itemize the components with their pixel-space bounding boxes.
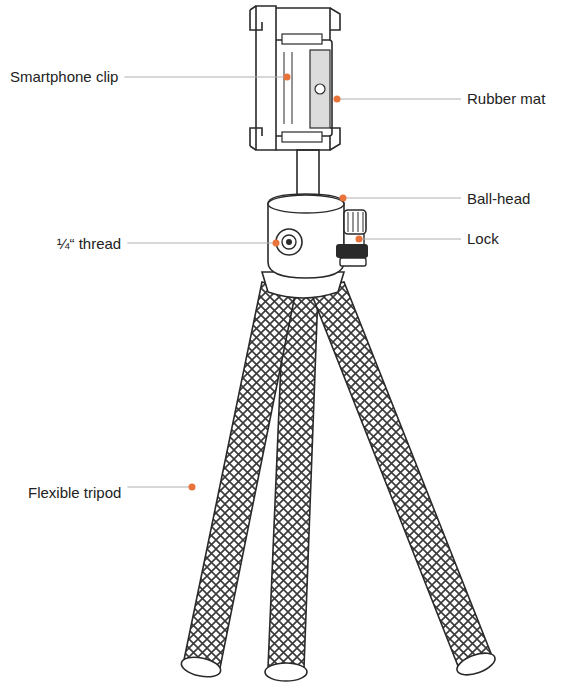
- ball-head: [268, 194, 344, 278]
- part-label: Rubber mat: [467, 90, 545, 108]
- rubber-mat: [310, 50, 330, 128]
- part-label: Ball-head: [467, 190, 530, 208]
- leader-dot: [334, 96, 341, 103]
- part-label: ¼“ thread: [57, 235, 121, 253]
- lock-knob: [336, 210, 368, 266]
- leader-dot: [340, 195, 347, 202]
- leader-line: [127, 242, 273, 243]
- smartphone-clip: [250, 6, 340, 150]
- tripod-leg: [180, 282, 296, 680]
- leader-dot: [284, 74, 291, 81]
- leader-line: [362, 238, 461, 239]
- leader-dot: [189, 484, 196, 491]
- leader-dot: [356, 236, 363, 243]
- leader-line: [127, 486, 189, 487]
- leader-dot: [273, 240, 280, 247]
- part-label: Smartphone clip: [10, 68, 118, 86]
- leader-line: [340, 98, 461, 99]
- leader-line: [346, 197, 461, 198]
- leader-line: [124, 76, 284, 77]
- stem: [297, 150, 319, 198]
- part-label: Flexible tripod: [28, 484, 121, 502]
- thread-socket: [276, 229, 302, 255]
- part-label: Lock: [467, 230, 499, 248]
- tripod-leg: [310, 282, 498, 679]
